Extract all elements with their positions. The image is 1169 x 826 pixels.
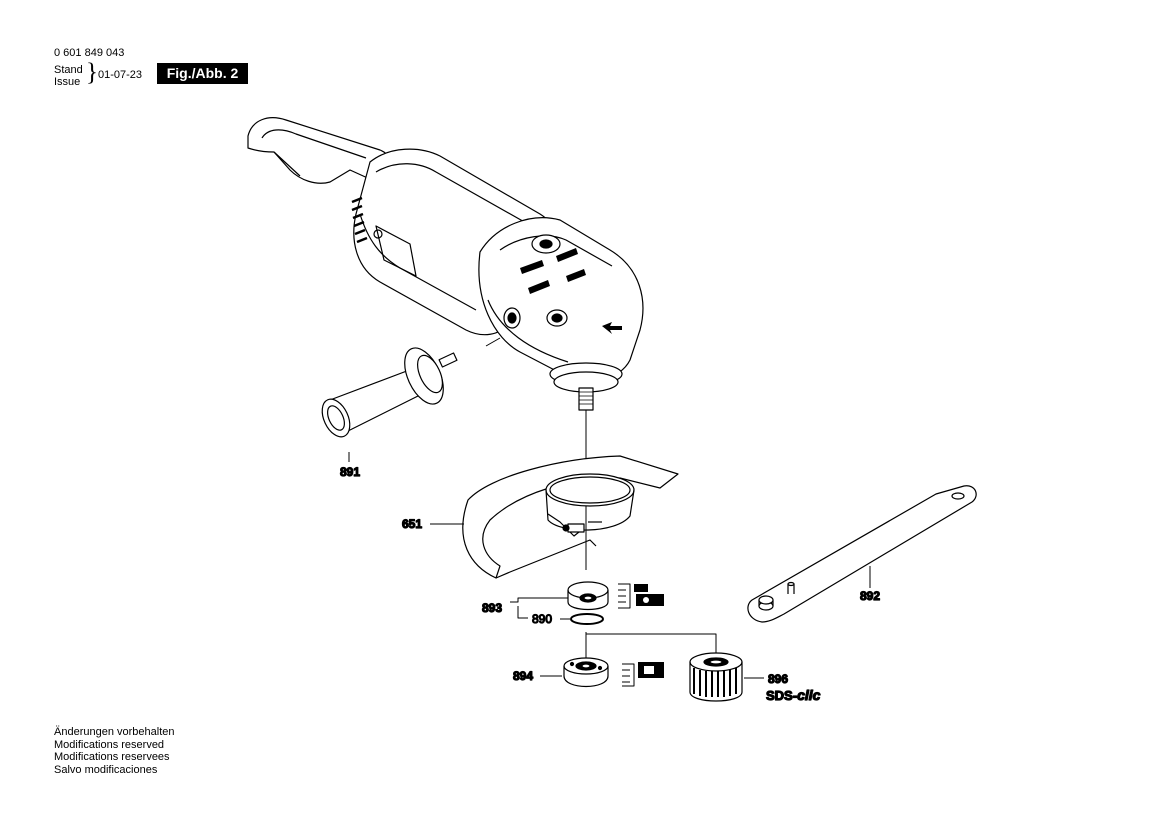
callout-890: 890	[532, 612, 552, 626]
callout-893: 893	[482, 601, 502, 615]
side-handle	[321, 347, 458, 438]
callout-894: 894	[513, 669, 533, 683]
footer-line-de: Änderungen vorbehalten	[54, 726, 175, 738]
handle-axis-line	[485, 337, 501, 347]
sds-suffix: clic	[797, 687, 821, 703]
clamping-nut-orientation-icon	[622, 662, 664, 687]
clamping-nut	[563, 657, 609, 687]
callout-892: 892	[860, 589, 880, 603]
sds-clic-logo: SDS-clic	[766, 687, 821, 703]
issue-date: 01-07-23	[98, 69, 143, 81]
footer-notice: Änderungen vorbehalten Modifications res…	[54, 726, 174, 776]
brace-symbol: }	[86, 59, 98, 86]
quick-clamping-nut	[689, 652, 743, 702]
part-number: 0 601 849 043	[54, 47, 125, 59]
o-ring	[570, 613, 604, 625]
axis-line-to-nut	[586, 633, 717, 660]
issue-label: Issue	[54, 76, 81, 88]
mounting-flange	[567, 581, 609, 611]
callout-bracket-893	[510, 597, 568, 619]
pin-wrench	[747, 485, 977, 623]
stand-label: Stand	[54, 64, 83, 76]
flange-orientation-icon	[618, 583, 664, 609]
sds-prefix: SDS-	[766, 688, 797, 703]
figure-label: Fig./Abb. 2	[157, 63, 248, 84]
wheel-guard	[462, 455, 679, 579]
footer-line-es: Salvo modificaciones	[54, 763, 158, 776]
callout-651: 651	[402, 517, 422, 531]
callout-891: 891	[340, 465, 360, 479]
footer-line-en: Modifications reserved	[54, 738, 165, 751]
stand-issue-label: Stand Issue	[54, 64, 83, 88]
callout-896: 896	[768, 672, 788, 686]
angle-grinder	[247, 117, 644, 411]
footer-line-fr: Modifications reservees	[54, 751, 170, 763]
